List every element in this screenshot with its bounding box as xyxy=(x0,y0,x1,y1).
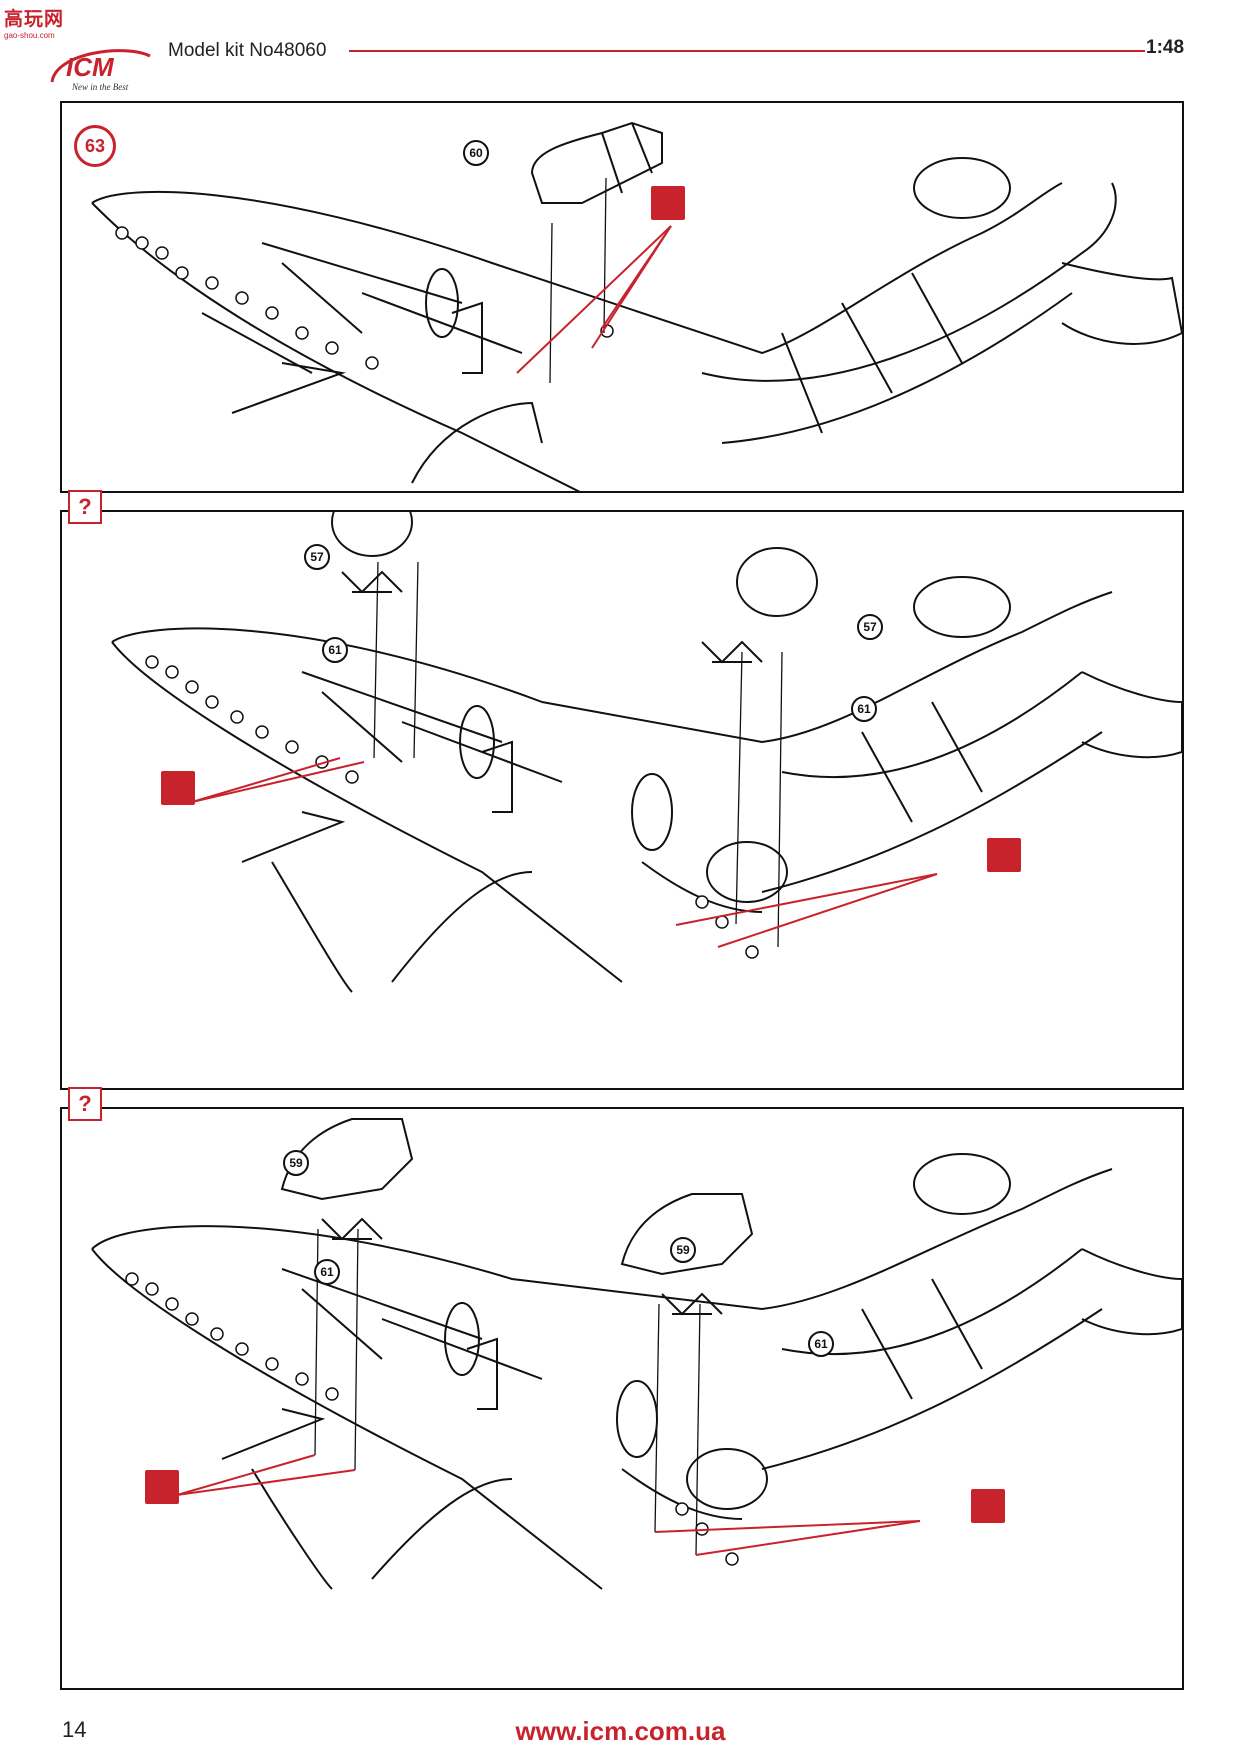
scale-label: 1:48 xyxy=(1146,37,1185,58)
aircraft-drawing-3 xyxy=(91,1118,1182,1590)
icm-logo: ICM New in the Best xyxy=(46,38,158,94)
assembly-step-panel-1: 60 xyxy=(60,101,1184,493)
part-number-label: 60 xyxy=(463,140,489,166)
header-divider xyxy=(349,50,1145,52)
assembly-step-panel-3: 59 61 59 61 xyxy=(60,1107,1184,1690)
part-number-label: 57 xyxy=(304,544,330,570)
watermark: 高玩网 gao-shou.com xyxy=(4,4,70,40)
aircraft-drawing-1 xyxy=(91,121,1182,491)
part-number-label: 61 xyxy=(851,696,877,722)
step-number-badge: 63 xyxy=(74,125,116,167)
glue-icon xyxy=(161,771,195,805)
step-number-badge: ? xyxy=(68,1087,102,1121)
glue-icon xyxy=(971,1489,1005,1523)
step-number-badge: ? xyxy=(68,490,102,524)
brand-text: ICM xyxy=(66,52,115,82)
page-number: 14 xyxy=(62,1717,87,1742)
part-number-label: 61 xyxy=(314,1259,340,1285)
part-number-label: 59 xyxy=(670,1237,696,1263)
brand-tagline: New in the Best xyxy=(71,82,129,92)
part-number-label: 57 xyxy=(857,614,883,640)
part-number-label: 59 xyxy=(283,1150,309,1176)
website-link[interactable]: www.icm.com.ua xyxy=(515,1716,726,1746)
watermark-title: 高玩网 xyxy=(4,8,65,30)
aircraft-drawing-2 xyxy=(111,512,1182,993)
part-number-label: 61 xyxy=(322,637,348,663)
glue-icon xyxy=(651,186,685,220)
glue-icon xyxy=(987,838,1021,872)
part-number-label: 61 xyxy=(808,1331,834,1357)
model-kit-title: Model kit No48060 xyxy=(168,40,327,61)
glue-icon xyxy=(145,1470,179,1504)
watermark-url: gao-shou.com xyxy=(4,31,55,40)
assembly-step-panel-2: 57 61 57 61 xyxy=(60,510,1184,1090)
